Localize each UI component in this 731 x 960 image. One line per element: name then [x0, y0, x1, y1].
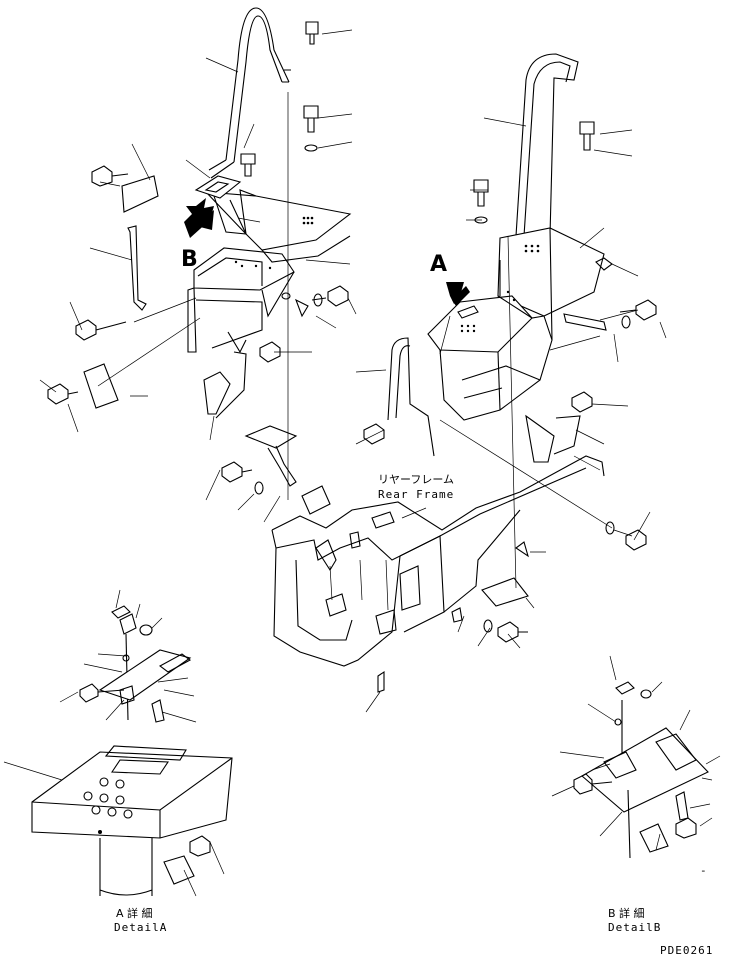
detail-b-drawing: [551, 655, 721, 859]
detail-a-drawing: [3, 589, 233, 897]
view-arrow-b-icon: [184, 198, 214, 238]
view-callout-b: B: [181, 247, 198, 272]
stray-mark: -: [700, 864, 708, 877]
view-callout-a: A: [430, 252, 448, 277]
left-bolts: [47, 21, 349, 495]
detail-a-title-jp: A 詳 細: [116, 907, 153, 920]
right-leader-lines: [355, 117, 667, 649]
detail-a-title-en: DetailA: [114, 921, 168, 934]
left-leader-lines: [39, 29, 357, 523]
rear-frame-label-jp: リヤーフレーム: [378, 473, 455, 486]
detail-b-title-en: DetailB: [608, 921, 662, 934]
rear-frame-label-en: Rear Frame: [378, 488, 455, 501]
left-handrail: [208, 7, 291, 179]
left-console: [187, 175, 352, 354]
left-small-parts: [83, 175, 309, 487]
rear-frame: [271, 455, 605, 713]
right-bolts: [363, 121, 657, 643]
view-arrow-a-icon: [446, 282, 470, 306]
detail-b-title-jp: B 詳 細: [608, 907, 645, 920]
drawing-code: PDE0261: [660, 944, 714, 957]
right-handrail: [387, 53, 579, 457]
